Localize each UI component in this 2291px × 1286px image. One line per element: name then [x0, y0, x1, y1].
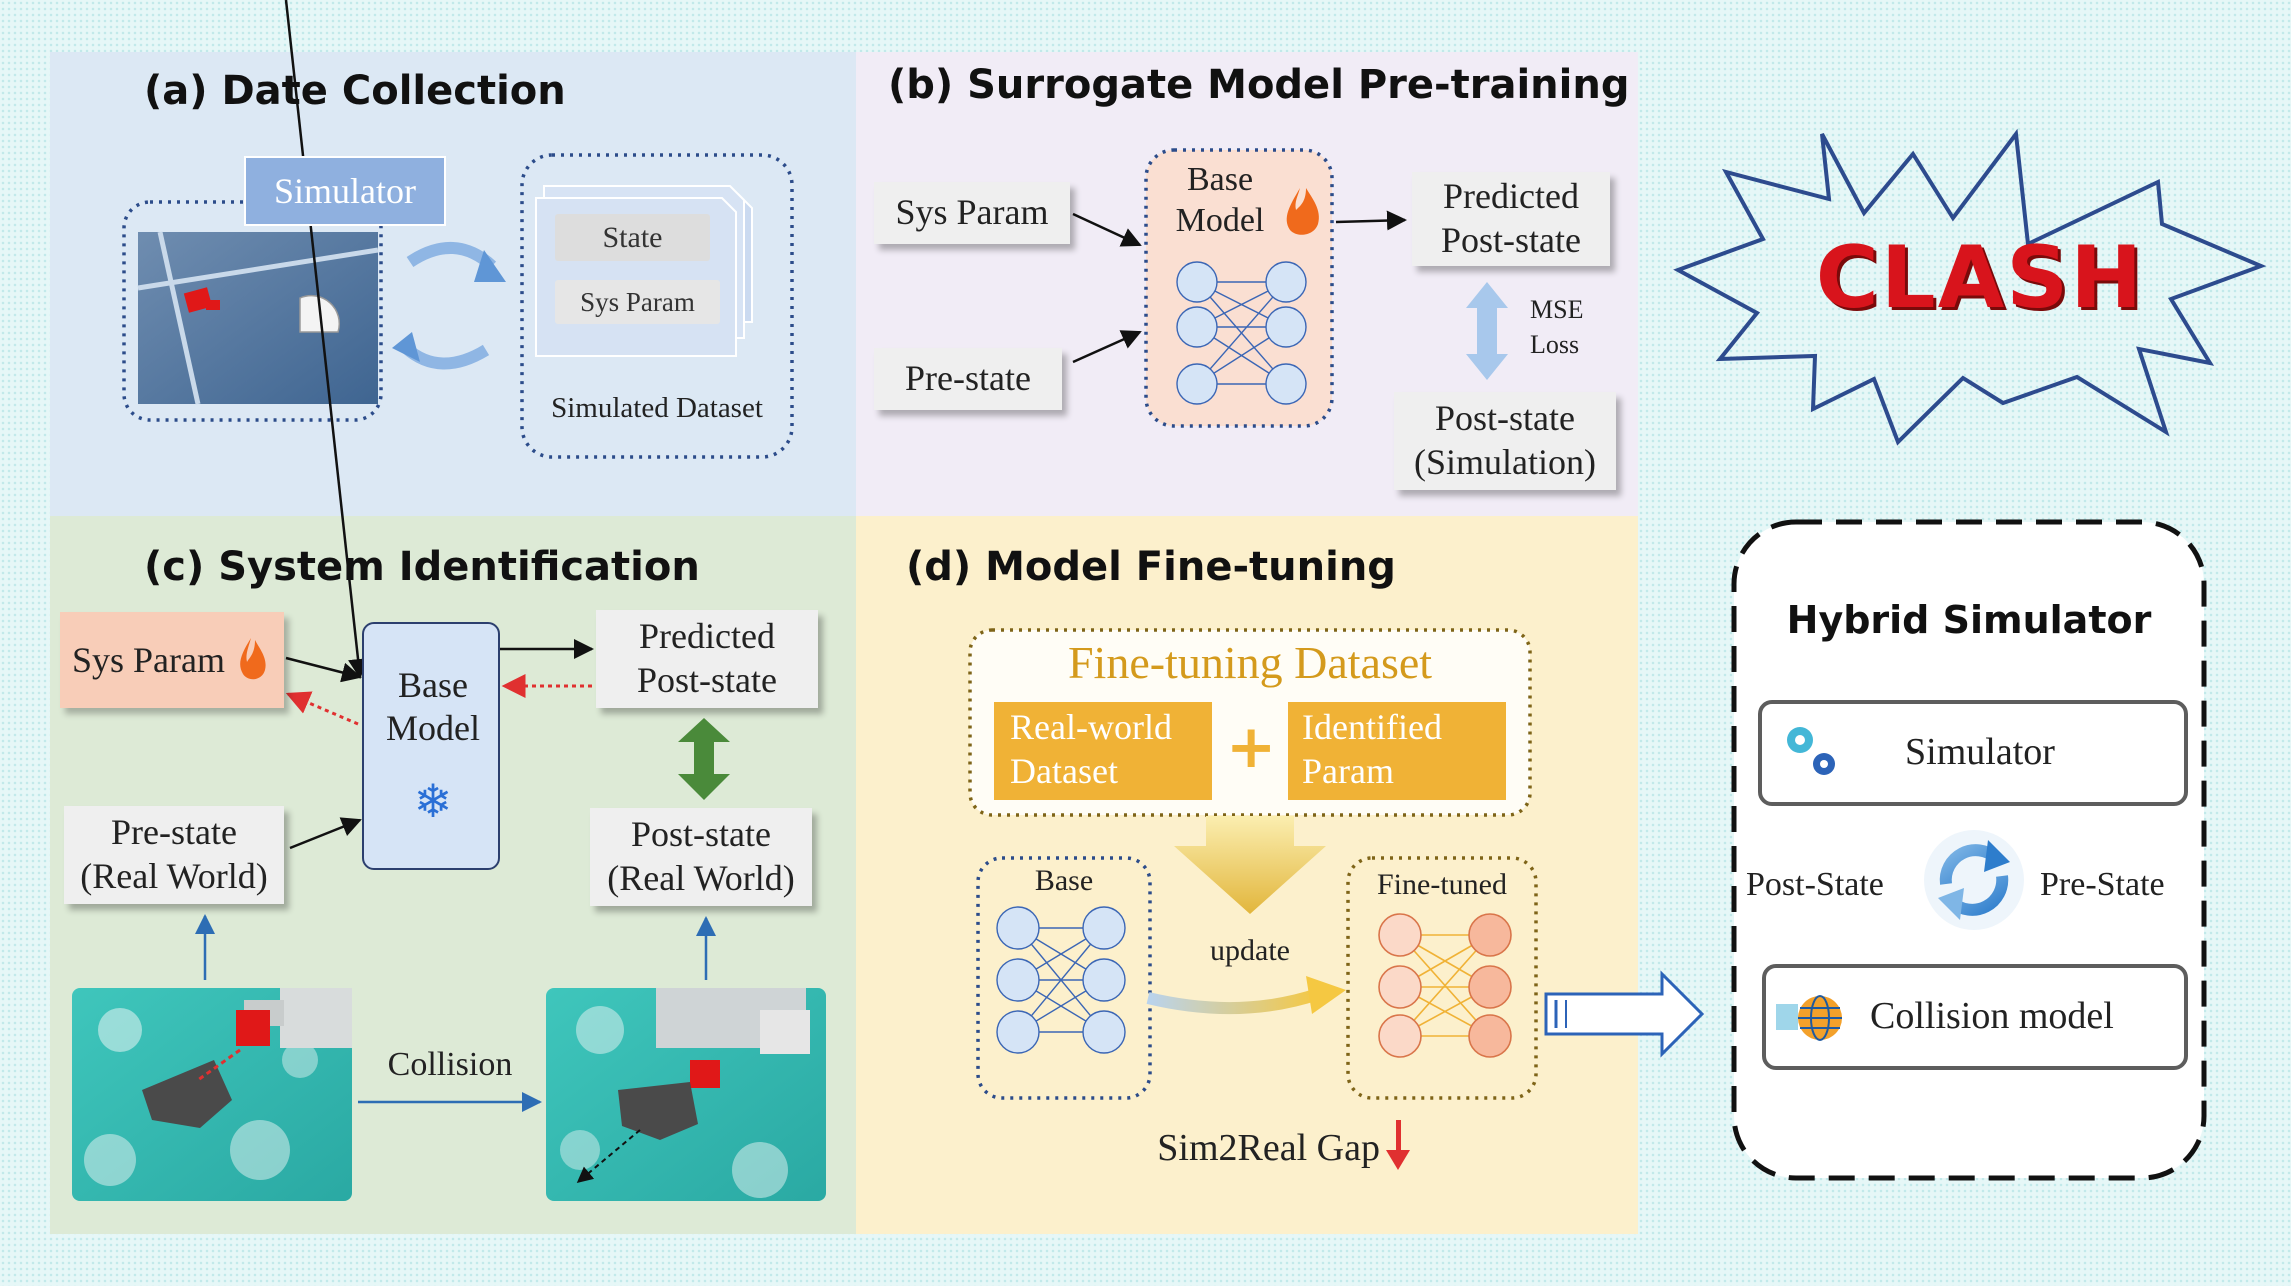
post-state-c-box: Post-state (Real World) — [590, 808, 812, 906]
hybrid-post-state-label: Post-State — [1746, 866, 1884, 903]
network-d-base — [996, 906, 1126, 1054]
real-world-photo-before — [72, 988, 352, 1201]
base-model-b-frame — [1144, 148, 1334, 428]
dataset-frame — [520, 153, 794, 459]
fire-icon-c — [240, 638, 266, 680]
simulator-red-object — [183, 287, 213, 313]
hollow-right-arrow — [1544, 970, 1705, 1058]
update-arrow — [1146, 988, 1320, 1015]
hybrid-collision-model-label: Collision model — [1870, 995, 2114, 1037]
pre-state-b-box: Pre-state — [874, 348, 1062, 410]
update-label: update — [1210, 934, 1290, 967]
sys-param-c-box: Sys Param — [60, 612, 284, 708]
globe-icon — [1776, 995, 1842, 1041]
real-world-photo-after — [546, 988, 826, 1201]
panel-d-title: (d) Model Fine-tuning — [906, 544, 1396, 590]
base-d-frame — [976, 856, 1152, 1100]
hybrid-simulator-label: Simulator — [1905, 731, 2055, 773]
base-d-label: Base — [1034, 864, 1094, 897]
dataset-caption: Simulated Dataset — [551, 392, 763, 424]
sys-param-b-box: Sys Param — [874, 182, 1070, 244]
network-b — [1176, 261, 1307, 405]
post-state-sim-box: Post-state (Simulation) — [1394, 392, 1616, 490]
refresh-icon — [1924, 830, 2024, 930]
real-world-dataset-label: Real-world Dataset — [1010, 707, 1172, 791]
plus-sign: + — [1226, 712, 1277, 782]
network-d-finetuned — [1378, 913, 1512, 1058]
hybrid-title: Hybrid Simulator — [1786, 598, 2152, 642]
green-double-arrow — [678, 718, 730, 800]
sim2real-gap-label: Sim2Real Gap — [1157, 1127, 1380, 1169]
snowflake-icon: ❄ — [413, 774, 453, 828]
finetune-dataset-title: Fine-tuning Dataset — [1067, 637, 1433, 688]
identified-param-label: Identified Param — [1302, 707, 1442, 791]
clash-star — [1673, 128, 2267, 446]
mse-loss-label: MSE Loss — [1530, 295, 1584, 360]
down-red-arrow-icon — [1386, 1120, 1410, 1170]
finetuned-label: Fine-tuned — [1377, 868, 1507, 901]
panel-c-title: (c) System Identification — [144, 544, 700, 590]
mse-double-arrow — [1466, 282, 1508, 380]
sys-param-c-label: Sys Param — [72, 640, 225, 680]
predicted-b-box: Predicted Post-state — [1412, 172, 1610, 266]
base-model-b-label: Base Model — [1175, 161, 1265, 239]
gear-icon — [1787, 727, 1835, 775]
panel-a-title: (a) Date Collection — [144, 68, 566, 114]
base-model-c-label: Base Model — [386, 665, 480, 749]
pre-state-c-box: Pre-state (Real World) — [64, 806, 284, 904]
panel-b-title: (b) Surrogate Model Pre-training — [888, 62, 1630, 108]
base-model-c-box: Base Model ❄ — [362, 622, 500, 870]
fire-icon-b — [1286, 188, 1319, 235]
dataset-state-label: State — [602, 220, 663, 254]
collision-label: Collision — [387, 1046, 513, 1083]
predicted-c-box: Predicted Post-state — [596, 610, 818, 708]
hybrid-pre-state-label: Pre-State — [2040, 866, 2165, 903]
dataset-sys-param-label: Sys Param — [580, 286, 695, 317]
simulator-label: Simulator — [244, 156, 446, 226]
clash-logo-text: CLASH — [1815, 228, 2145, 328]
down-arrow — [1174, 816, 1326, 914]
